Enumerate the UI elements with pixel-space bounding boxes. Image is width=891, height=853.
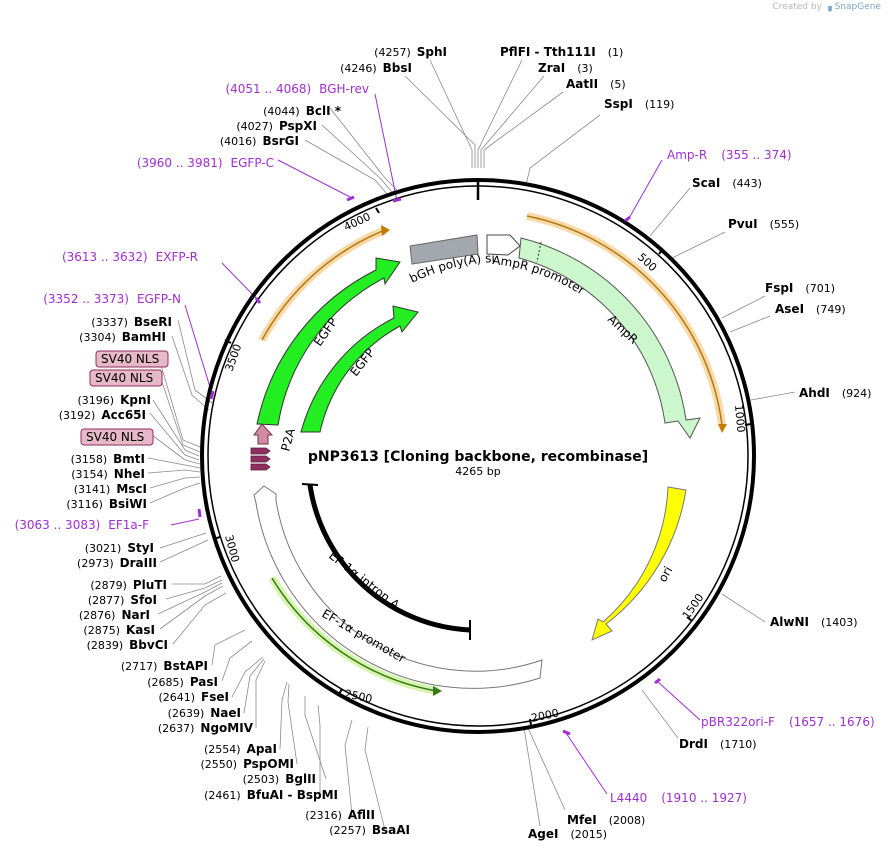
ef1a-line: [271, 577, 438, 692]
nls-blocks: [250, 447, 271, 471]
primer-amp-r[interactable]: Amp-R(355 .. 374): [667, 148, 792, 162]
primer-pbr322ori-f[interactable]: pBR322ori-F(1657 .. 1676): [701, 715, 875, 729]
plasmid-title: pNP3613 [Cloning backbone, recombinase]: [308, 449, 648, 465]
snapgene-logo-icon: ▗: [824, 2, 832, 12]
bgh-polya-feature[interactable]: [409, 234, 479, 265]
site-naei[interactable]: (2639)NaeI: [168, 706, 241, 720]
ef1a-promoter-feature[interactable]: [253, 485, 543, 689]
egfp-outer-feature[interactable]: [256, 257, 401, 426]
site-scai[interactable]: ScaI(443): [692, 176, 762, 190]
nls-label-1: SV40 NLS: [101, 352, 159, 366]
left-site-labels: (4257)SphI (4246)BbsI (4044)BclI * (4027…: [59, 45, 447, 837]
site-aflii[interactable]: (2316)AflII: [305, 808, 375, 822]
site-msci[interactable]: (3141)MscI: [74, 482, 147, 496]
scale-ticks: [213, 207, 752, 726]
ampr-outer-line: [526, 215, 723, 426]
site-pspxi[interactable]: (4027)PspXI: [236, 119, 317, 133]
site-bglii[interactable]: (2503)BglII: [243, 772, 316, 786]
primer-ef1a-f[interactable]: (3063 .. 3083)EF1a-F: [15, 518, 150, 532]
primer-marks: [197, 195, 661, 736]
nls-label-boxes: SV40 NLS SV40 NLS SV40 NLS: [80, 350, 169, 446]
intron-feature[interactable]: [307, 484, 471, 633]
ef1a-arrowhead: [433, 686, 442, 696]
right-site-labels: PflFI - Tth111I(1) ZraI(3) AatII(5) SspI…: [500, 45, 871, 841]
primer-l4440[interactable]: L4440(1910 .. 1927): [610, 791, 747, 805]
site-kasi[interactable]: (2875)KasI: [83, 623, 155, 637]
credit-prefix: Created by: [772, 2, 822, 12]
egfp-outer-arrowhead: [381, 225, 390, 236]
tick-label-2500: 2500: [343, 687, 373, 706]
site-bsaai[interactable]: (2257)BsaAI: [329, 823, 410, 837]
site-bsrgi[interactable]: (4016)BsrGI: [220, 134, 299, 148]
p2a-label: P2A: [278, 426, 298, 453]
egfp-outer-line: [261, 229, 386, 341]
leader-lines: [147, 59, 796, 831]
site-aatii[interactable]: AatII(5): [566, 77, 626, 91]
primer-egfp-n[interactable]: (3352 .. 3373)EGFP-N: [43, 292, 181, 306]
ori-label: ori: [655, 564, 675, 585]
p2a-feature[interactable]: [253, 423, 274, 445]
ampr-dash: [536, 241, 542, 263]
site-bseri[interactable]: (3337)BseRI: [91, 315, 172, 329]
site-fspi[interactable]: FspI(701): [765, 281, 835, 295]
site-apai[interactable]: (2554)ApaI: [204, 742, 277, 756]
site-bstapi[interactable]: (2717)BstAPI: [121, 659, 208, 673]
site-bfuai[interactable]: (2461)BfuAI - BspMI: [204, 788, 338, 802]
site-mfei[interactable]: MfeI(2008): [567, 813, 645, 827]
site-bamhi[interactable]: (3304)BamHI: [79, 330, 166, 344]
site-bbvci[interactable]: (2839)BbvCI: [87, 638, 168, 652]
site-sphi[interactable]: (4257)SphI: [374, 45, 447, 59]
egfp-inner-feature[interactable]: [300, 305, 419, 433]
site-pspomi[interactable]: (2550)PspOMI: [200, 757, 294, 771]
site-bsiwi[interactable]: (3116)BsiWI: [66, 497, 147, 511]
site-pvui[interactable]: PvuI(555): [728, 217, 799, 231]
ampr-feature[interactable]: [518, 237, 701, 439]
site-bmti[interactable]: (3158)BmtI: [71, 452, 145, 466]
site-kpni[interactable]: (3196)KpnI: [78, 393, 151, 407]
site-pflfi[interactable]: PflFI - Tth111I(1): [500, 45, 623, 59]
site-agei[interactable]: AgeI(2015): [528, 827, 607, 841]
plasmid-size: 4265 bp: [455, 465, 500, 478]
site-asei[interactable]: AseI(749): [775, 302, 846, 316]
site-draiii[interactable]: (2973)DraIII: [77, 556, 157, 570]
primer-labels: Amp-R(355 .. 374) pBR322ori-F(1657 .. 16…: [15, 82, 875, 805]
site-nari[interactable]: (2876)NarI: [79, 608, 150, 622]
nls-label-3: SV40 NLS: [86, 430, 144, 444]
nls-label-2: SV40 NLS: [95, 371, 153, 385]
site-acc65i[interactable]: (3192)Acc65I: [59, 408, 146, 422]
site-styi[interactable]: (3021)StyI: [85, 541, 154, 555]
site-zrai[interactable]: ZraI(3): [538, 61, 593, 75]
site-pasi[interactable]: (2685)PasI: [147, 675, 218, 689]
intron-start-cap: [301, 483, 319, 486]
site-bcli[interactable]: (4044)BclI *: [263, 104, 342, 118]
tick-label-2000: 2000: [530, 706, 560, 725]
site-sspi[interactable]: SspI(119): [604, 97, 674, 111]
snapgene-credit: Created by ▗ SnapGene: [772, 2, 881, 12]
primer-bgh-rev[interactable]: (4051 .. 4068)BGH-rev: [225, 82, 369, 96]
site-fsei[interactable]: (2641)FseI: [158, 690, 229, 704]
tick-label-1000: 1000: [732, 404, 747, 433]
backbone-outer: [200, 178, 756, 734]
primer-exfp-r[interactable]: (3613 .. 3632)EXFP-R: [62, 250, 198, 264]
site-sfoi[interactable]: (2877)SfoI: [88, 593, 157, 607]
site-pluti[interactable]: (2879)PluTI: [90, 578, 167, 592]
site-nhei[interactable]: (3154)NheI: [71, 467, 145, 481]
primer-leaders: [170, 93, 701, 795]
ori-feature[interactable]: [591, 486, 687, 641]
intron-label: EF-1α intron A: [326, 548, 403, 612]
site-alwni[interactable]: AlwNI(1403): [770, 615, 858, 629]
primer-egfp-c[interactable]: (3960 .. 3981)EGFP-C: [137, 156, 274, 170]
ampr-outer-arrowhead: [718, 424, 727, 433]
site-ahdi[interactable]: AhdI(924): [799, 386, 871, 400]
site-ngomiv[interactable]: (2637)NgoMIV: [158, 721, 254, 735]
amp-promoter-feature[interactable]: [486, 234, 521, 256]
credit-brand: SnapGene: [834, 2, 881, 12]
site-drdi[interactable]: DrdI(1710): [679, 737, 757, 751]
site-bbsi[interactable]: (4246)BbsI: [340, 61, 412, 75]
